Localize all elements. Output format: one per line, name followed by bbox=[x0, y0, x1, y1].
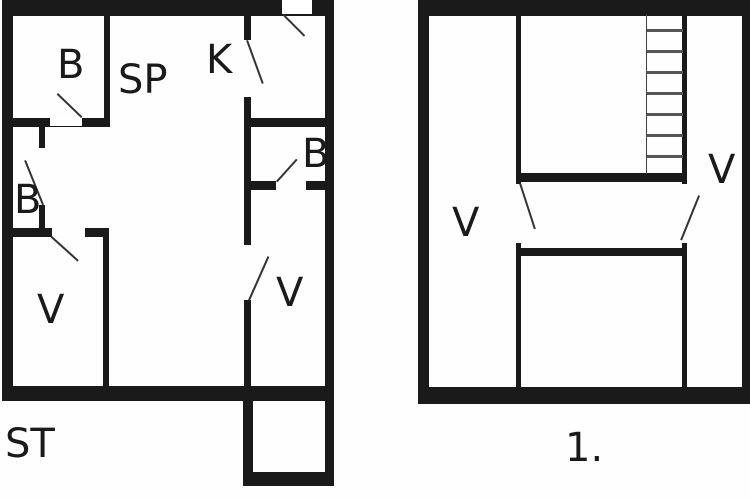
stair-step bbox=[647, 92, 683, 95]
room-label-living: SP bbox=[118, 57, 168, 103]
wall bbox=[244, 14, 251, 40]
room-label-bath: B bbox=[14, 177, 42, 223]
wall bbox=[418, 0, 750, 16]
room-label-bedroom: V bbox=[708, 147, 736, 193]
door-swing bbox=[246, 40, 264, 84]
wall bbox=[516, 173, 687, 182]
wall bbox=[516, 243, 521, 389]
wall bbox=[250, 396, 330, 400]
wall bbox=[85, 228, 109, 237]
door-swing bbox=[519, 183, 536, 230]
wall bbox=[682, 243, 687, 389]
wall bbox=[244, 97, 251, 245]
wall bbox=[243, 472, 334, 486]
wall bbox=[248, 181, 276, 190]
stair-step bbox=[647, 50, 683, 53]
plan-caption: ST bbox=[5, 421, 55, 467]
wall bbox=[306, 181, 328, 190]
wall bbox=[10, 228, 52, 237]
wall bbox=[2, 0, 333, 16]
wall bbox=[325, 0, 334, 400]
stair-step bbox=[647, 29, 683, 32]
door-swing bbox=[50, 236, 79, 262]
room-label-bedroom: V bbox=[452, 200, 480, 246]
wall bbox=[742, 0, 750, 404]
wall bbox=[682, 14, 687, 184]
wall bbox=[248, 118, 328, 127]
room-label-bath: B bbox=[302, 131, 330, 177]
wall bbox=[516, 248, 687, 256]
door-swing bbox=[680, 195, 700, 241]
room-label-bath: B bbox=[57, 42, 85, 88]
door-opening bbox=[50, 117, 82, 126]
wall bbox=[418, 0, 429, 404]
stair-step bbox=[647, 134, 683, 137]
wall bbox=[243, 386, 253, 486]
wall bbox=[104, 14, 110, 126]
window bbox=[282, 0, 312, 14]
stair-rail bbox=[646, 14, 647, 174]
room-label-bedroom: V bbox=[276, 270, 304, 316]
stair-step bbox=[647, 155, 683, 158]
wall bbox=[2, 0, 13, 400]
wall bbox=[418, 387, 750, 404]
wall bbox=[103, 228, 109, 388]
plan-caption: 1. bbox=[565, 425, 604, 471]
door-swing bbox=[276, 158, 298, 183]
wall bbox=[244, 300, 251, 388]
wall bbox=[39, 126, 45, 148]
door-swing bbox=[248, 256, 269, 301]
room-label-bedroom: V bbox=[37, 287, 65, 333]
room-label-kitchen: K bbox=[206, 37, 233, 83]
stair-step bbox=[647, 113, 683, 116]
door-swing bbox=[56, 93, 83, 118]
wall bbox=[516, 14, 521, 184]
wall bbox=[325, 386, 334, 486]
wall bbox=[39, 205, 45, 235]
stair-step bbox=[647, 71, 683, 74]
door-swing bbox=[282, 14, 306, 37]
